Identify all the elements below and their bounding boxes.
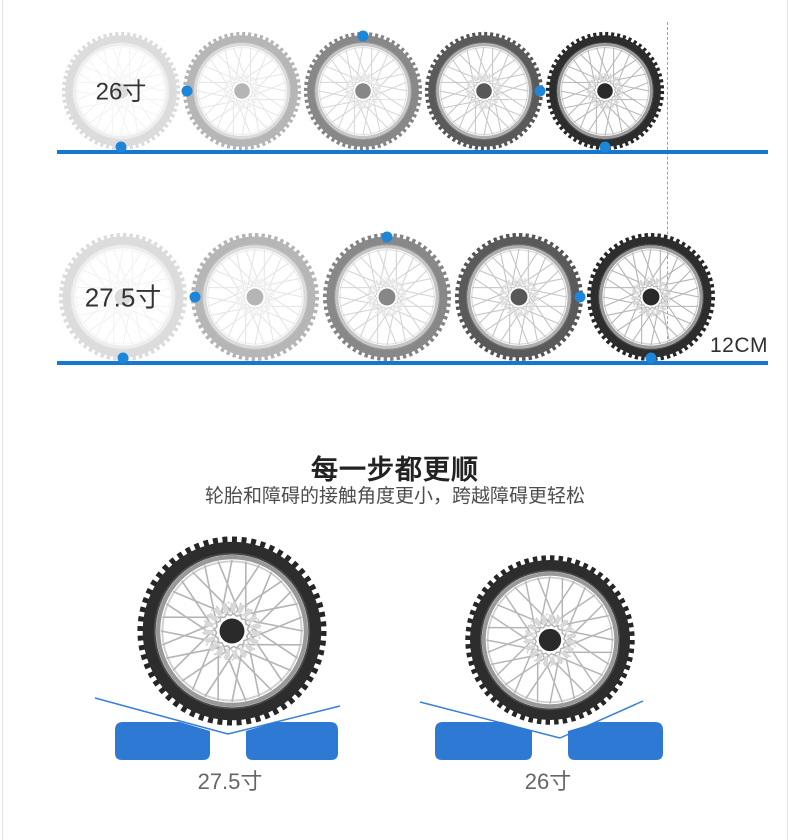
wheel-size-label-row1: 26寸 xyxy=(95,78,147,106)
rotation-marker-dot xyxy=(574,291,585,303)
page-border-left xyxy=(2,0,3,840)
rotation-marker-dot xyxy=(189,291,200,303)
ground-line-27-5 xyxy=(57,361,768,365)
wheel-frame-row1-5 xyxy=(545,31,665,151)
ground-line-26 xyxy=(57,150,768,154)
rotation-marker-dot xyxy=(381,231,393,242)
wheel-frame-row2-4 xyxy=(454,232,584,362)
rotation-marker-dot xyxy=(534,85,545,97)
distance-marker-line xyxy=(667,22,668,364)
contact-angle-line xyxy=(94,697,229,735)
contact-angle-line xyxy=(227,705,341,735)
rotation-marker-dot xyxy=(181,85,192,97)
wheel-graphic xyxy=(136,535,328,727)
section-subtitle: 轮胎和障碍的接触角度更小，跨越障碍更轻松 xyxy=(204,486,585,507)
contact-angle-line xyxy=(559,700,644,739)
rotation-marker-dot xyxy=(115,141,127,152)
section-title: 每一步都更顺 xyxy=(311,455,479,485)
obstacle-block xyxy=(435,722,532,760)
wheel-graphic xyxy=(303,31,423,151)
wheel-graphic xyxy=(454,232,584,362)
obstacle-block xyxy=(568,722,663,760)
wheel-graphic xyxy=(464,554,636,726)
wheel-26-inch xyxy=(464,554,636,726)
wheel-27-5-inch xyxy=(136,535,328,727)
wheel-graphic xyxy=(190,232,320,362)
rotation-marker-dot xyxy=(117,352,129,363)
wheel-frame-row1-2 xyxy=(182,31,302,151)
wheel-frame-row2-5 xyxy=(586,232,716,362)
rotation-marker-dot xyxy=(645,352,657,363)
wheel-frame-row1-4 xyxy=(424,31,544,151)
wheel-graphic xyxy=(545,31,665,151)
distance-label: 12CM xyxy=(710,334,769,357)
wheel-graphic xyxy=(322,232,452,362)
rotation-marker-dot xyxy=(599,141,611,152)
obstacle-blocks-and-contact-angle-lines xyxy=(94,697,663,760)
obstacle-block xyxy=(246,722,338,760)
wheel-frame-row2-3 xyxy=(322,232,452,362)
bottom-wheel-label-27-5: 27.5寸 xyxy=(197,769,263,794)
wheel-frame-row1-3 xyxy=(303,31,423,151)
wheel-graphic xyxy=(182,31,302,151)
contact-angle-line xyxy=(419,701,561,739)
page-border-right xyxy=(787,0,788,840)
wheel-frame-row2-2 xyxy=(190,232,320,362)
bottom-wheel-label-26: 26寸 xyxy=(524,769,572,794)
rotation-marker-dot xyxy=(357,30,369,41)
wheel-size-label-row2: 27.5寸 xyxy=(84,282,162,313)
wheel-graphic xyxy=(424,31,544,151)
obstacle-block xyxy=(115,722,210,760)
wheel-graphic xyxy=(586,232,716,362)
